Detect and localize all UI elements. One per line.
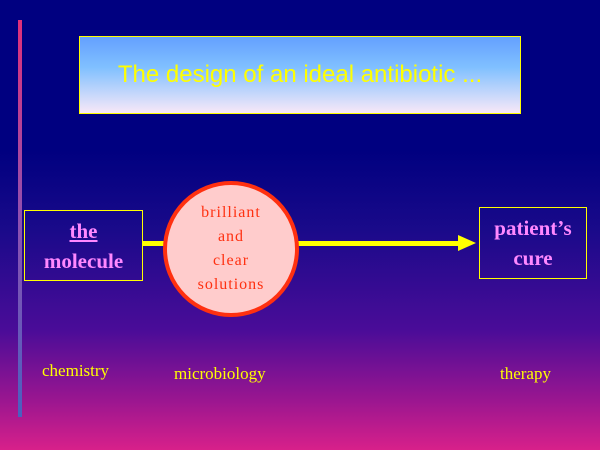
molecule-box: the molecule [24, 210, 143, 281]
label-therapy: therapy [500, 364, 551, 383]
circle-line: clear [212, 252, 250, 269]
arrowhead-icon [458, 235, 476, 251]
cure-line2: cure [513, 246, 553, 270]
connector-line-left [142, 241, 166, 246]
vertical-accent-bar [18, 20, 22, 417]
cure-line1: patient’s [494, 216, 572, 240]
molecule-line2: molecule [43, 248, 124, 273]
circle-line: and [217, 228, 245, 245]
molecule-line1: the [69, 218, 98, 243]
slide-title: The design of an ideal antibiotic ... [117, 61, 483, 88]
circle-line: solutions [197, 276, 265, 293]
title-box: The design of an ideal antibiotic ... [79, 36, 521, 114]
label-chemistry: chemistry [42, 361, 110, 380]
connector-line-right [298, 241, 460, 246]
solutions-circle: brilliant and clear solutions [163, 181, 299, 317]
label-microbiology: microbiology [174, 364, 266, 383]
cure-box: patient’s cure [479, 207, 587, 279]
circle-line: brilliant [201, 204, 261, 221]
